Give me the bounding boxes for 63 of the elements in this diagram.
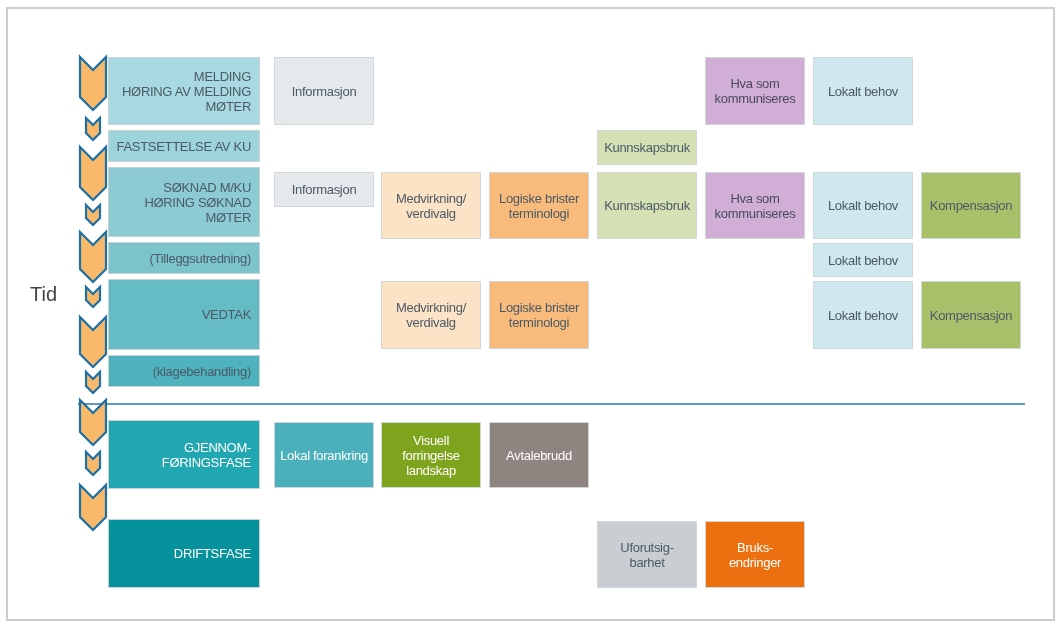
topic-label: Kompensasjon — [929, 307, 1013, 323]
topic-box — [489, 281, 589, 349]
phase-label: MØTER — [205, 98, 251, 114]
topic-label: Kunnskapsbruk — [604, 140, 690, 155]
topic-label: Hva som kommuniseres — [713, 190, 797, 221]
topic-box — [381, 422, 481, 488]
topic-box — [813, 172, 913, 239]
phase-box — [108, 130, 260, 162]
topic-label: Logiske brister terminologi — [497, 190, 580, 221]
topic-box — [705, 57, 805, 125]
phase-label: HØRING SØKNAD — [144, 194, 251, 210]
topic-box — [813, 281, 913, 349]
phase-label: (Tilleggsutredning) — [149, 250, 251, 266]
topic-box — [597, 130, 697, 165]
topic-label: Kunnskapsbruk — [604, 198, 690, 213]
topic-label: Kompensasjon — [929, 198, 1013, 213]
topic-label: Medvirkning/ verdivalg — [394, 300, 468, 330]
phase-box — [108, 57, 260, 125]
axis-label: Tid — [30, 283, 58, 306]
topic-box — [813, 57, 913, 125]
topic-label: Lokal forankring — [280, 447, 368, 463]
topic-box — [921, 281, 1021, 349]
topic-label: Avtalebrudd — [506, 447, 572, 463]
phase-label: DRIFTSFASE — [173, 546, 251, 561]
topic-label: Informasjon — [291, 83, 357, 99]
phase-box — [108, 279, 260, 350]
topic-box — [921, 172, 1021, 239]
topic-label: Hva som kommuniseres — [713, 76, 797, 106]
topic-box — [489, 172, 589, 239]
phase-label: HØRING AV MELDING — [122, 83, 251, 99]
phase-label: MØTER — [205, 209, 251, 225]
phase-box — [108, 420, 260, 489]
topic-label: Lokalt behov — [827, 198, 899, 213]
topic-box — [381, 172, 481, 239]
topic-box — [489, 422, 589, 488]
phase-box — [108, 519, 260, 588]
topic-label: Lokalt behov — [827, 83, 899, 99]
topic-box — [597, 521, 697, 588]
topic-label: Informasjon — [291, 182, 357, 197]
topic-box — [705, 172, 805, 239]
phase-box — [108, 167, 260, 237]
topic-label: Lokalt behov — [827, 252, 899, 268]
phase-label: MELDING — [193, 68, 251, 84]
topic-label: Lokalt behov — [827, 307, 899, 323]
topic-box — [274, 422, 374, 488]
phase-label: (klagebehandling) — [152, 363, 251, 379]
topic-box — [381, 281, 481, 349]
topic-label: Bruks- endringer — [727, 539, 783, 570]
topic-label: Logiske brister terminologi — [497, 300, 580, 330]
topic-label: Uforutsig- barhet — [619, 539, 675, 570]
phase-box — [108, 242, 260, 274]
phase-label: GJENNOM- FØRINGSFASE — [160, 439, 251, 470]
topic-label: Medvirkning/ verdivalg — [394, 190, 468, 221]
topic-box — [274, 57, 374, 125]
topic-box — [813, 243, 913, 277]
topic-box — [274, 172, 374, 207]
topic-label: Visuell forringelse landskap — [401, 432, 461, 478]
phase-label: SØKNAD M/KU — [163, 179, 251, 195]
phase-label: VEDTAK — [201, 307, 251, 322]
phase-label: FASTSETTELSE AV KU — [116, 138, 251, 154]
phase-box — [108, 355, 260, 387]
topic-box — [597, 172, 697, 239]
topic-box — [705, 521, 805, 588]
